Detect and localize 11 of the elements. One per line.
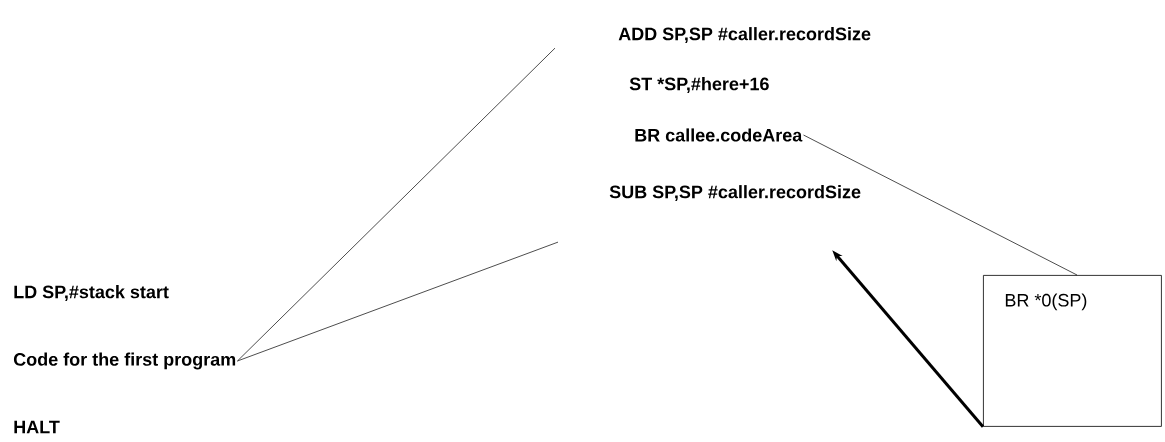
code-line: ST *SP,#here+16	[629, 77, 769, 93]
connector-line	[237, 47, 556, 362]
code-line: LD SP,#stack start	[14, 285, 169, 301]
code-line: Code for the first program	[13, 352, 236, 370]
connector-line	[237, 241, 559, 362]
connector-line	[803, 134, 1078, 276]
code-line: BR callee.codeArea	[635, 128, 803, 142]
code-line: ADD SP,SP #caller.recordSize	[618, 27, 871, 43]
code-box: BR *0(SP)	[983, 275, 1162, 427]
code-line: HALT	[14, 420, 60, 434]
code-line: SUB SP,SP #caller.recordSize	[609, 185, 861, 201]
